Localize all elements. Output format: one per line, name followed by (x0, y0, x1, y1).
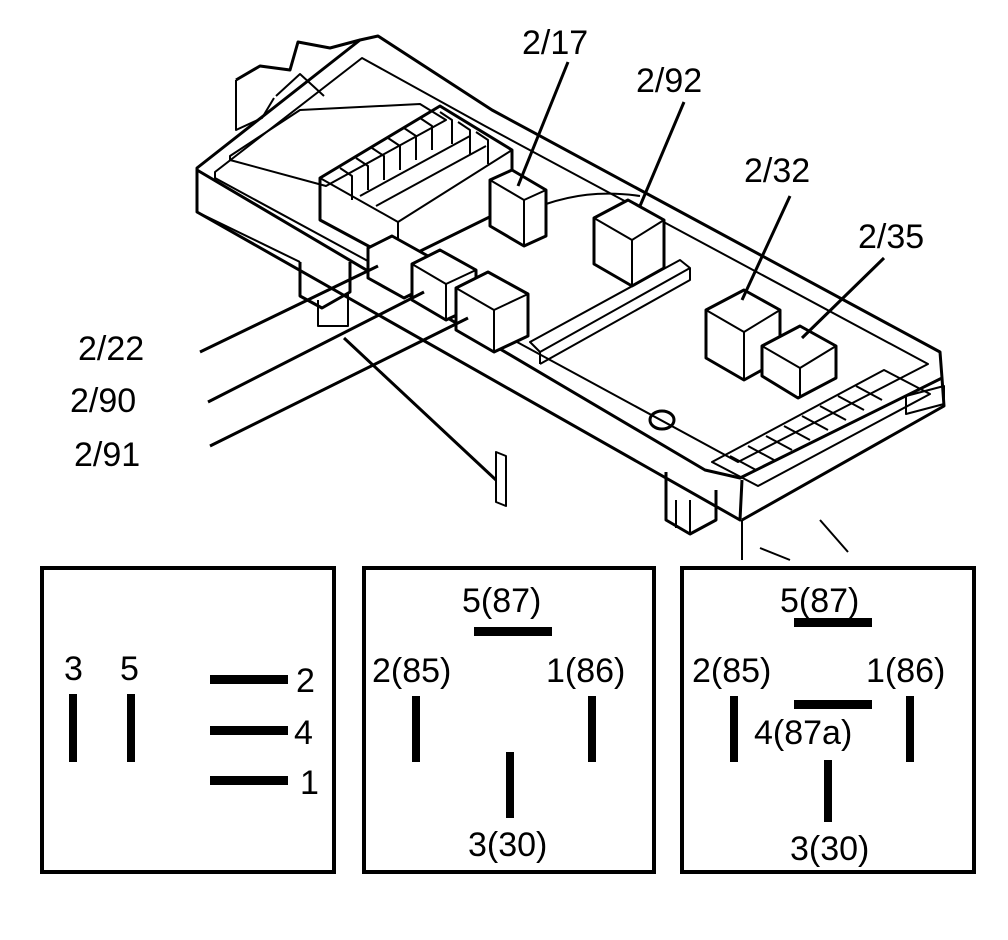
relay-b-terminal-right (588, 696, 596, 762)
relay-c-frame (680, 566, 976, 874)
relay-a-terminal-3 (69, 694, 77, 762)
relay-c-terminal-middle (794, 700, 872, 709)
relay-c-terminal-left (730, 696, 738, 762)
callout-labels: 2/17 2/92 2/32 2/35 2/22 2/90 2/91 (70, 24, 924, 474)
relay-b-pin-right: 1(86) (546, 652, 625, 690)
relay-a-terminal-5 (127, 694, 135, 762)
relay-a-pin-5: 5 (120, 650, 139, 688)
relay-b-terminal-top (474, 627, 552, 636)
relay-a-terminal-2 (210, 675, 288, 684)
relay-c-pin-middle: 4(87a) (754, 714, 852, 752)
relay-a-pin-3: 3 (64, 650, 83, 688)
relay-b-pin-left: 2(85) (372, 652, 451, 690)
relay-c-terminal-right (906, 696, 914, 762)
relay-c-terminal-bottom (824, 760, 832, 822)
relay-c-pin-bottom: 3(30) (790, 830, 869, 868)
relay-a-pin-2: 2 (296, 662, 315, 700)
relay-b-frame (362, 566, 656, 874)
relay-c-pin-left: 2(85) (692, 652, 771, 690)
callout-2-35: 2/35 (858, 218, 924, 256)
relay-c-pin-top: 5(87) (780, 582, 859, 620)
callout-2-92: 2/92 (636, 62, 702, 100)
callout-2-91: 2/91 (74, 436, 140, 474)
callout-2-90: 2/90 (70, 382, 136, 420)
relay-b-terminal-left (412, 696, 420, 762)
relay-b-pin-bottom: 3(30) (468, 826, 547, 864)
relay-b-terminal-bottom (506, 752, 514, 818)
relay-pinout-b: 5(87) 2(85) 1(86) 3(30) (362, 566, 656, 874)
relay-box-illustration (195, 34, 946, 561)
callout-2-17: 2/17 (522, 24, 588, 62)
callout-2-32: 2/32 (744, 152, 810, 190)
callout-2-22: 2/22 (78, 330, 144, 368)
relay-a-pin-1: 1 (300, 764, 319, 802)
relay-pinout-c: 5(87) 2(85) 1(86) 4(87a) 3(30) (680, 566, 976, 874)
relay-c-terminal-top (794, 618, 872, 627)
relay-c-pin-right: 1(86) (866, 652, 945, 690)
relay-a-pin-4: 4 (294, 714, 313, 752)
relay-b-pin-top: 5(87) (462, 582, 541, 620)
relay-pinout-a: 3 5 2 4 1 (40, 566, 336, 874)
relay-a-terminal-1 (210, 776, 288, 785)
relay-a-frame (40, 566, 336, 874)
leader-lines (199, 61, 886, 482)
relay-a-terminal-4 (210, 726, 288, 735)
